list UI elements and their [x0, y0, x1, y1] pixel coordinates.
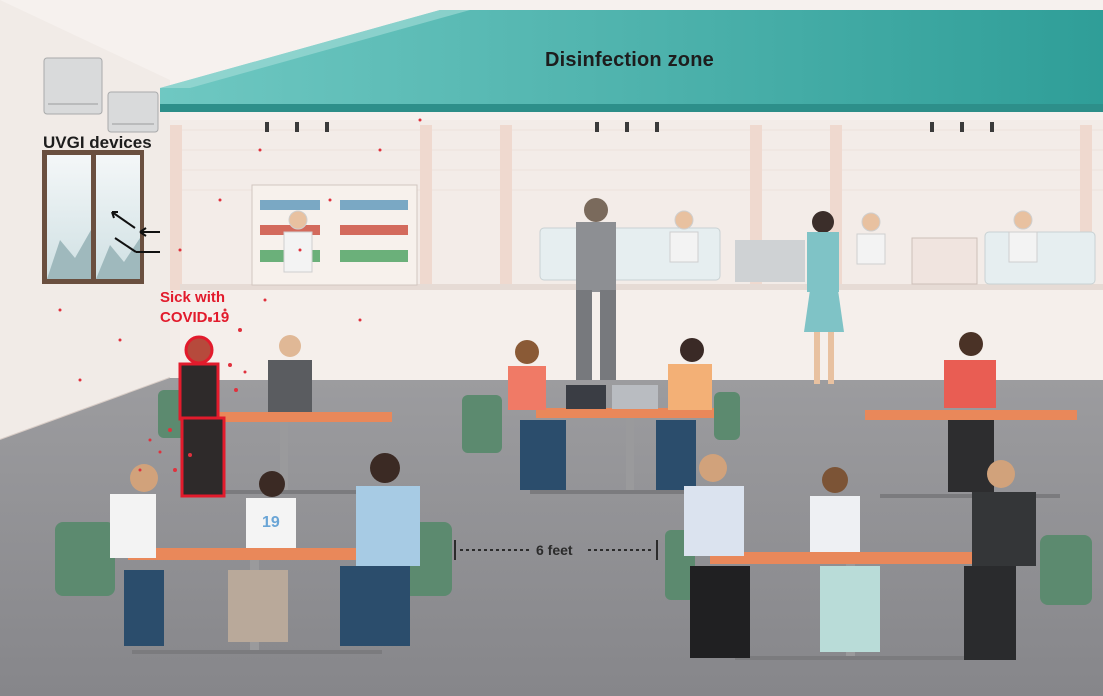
- food-shelves: [251, 184, 418, 286]
- disinfection-canopy: [160, 10, 1103, 110]
- staff-figures: [283, 210, 1038, 273]
- table-back-middle: [530, 385, 726, 494]
- sick-label-line1: Sick with: [160, 289, 226, 306]
- distance-marker: [454, 540, 658, 560]
- seated-people: [110, 332, 1036, 660]
- uvgi-devices-label: UVGI devices: [43, 133, 152, 152]
- table-back-left: [180, 412, 392, 494]
- ceiling-lights: [265, 122, 994, 132]
- arrow-icon: [111, 211, 160, 253]
- sick-person: [178, 335, 226, 498]
- sick-label: Sick with COVID-19: [160, 288, 229, 328]
- sick-label-line2: COVID-19: [160, 309, 230, 326]
- distance-label: 6 feet: [536, 542, 573, 558]
- window: [42, 150, 144, 284]
- disinfection-zone-label: Disinfection zone: [545, 49, 714, 71]
- standing-customers: [576, 198, 844, 384]
- virus-particles: [58, 118, 422, 472]
- air-purifier-icon: [43, 57, 159, 133]
- shirt-number: 19: [262, 514, 280, 531]
